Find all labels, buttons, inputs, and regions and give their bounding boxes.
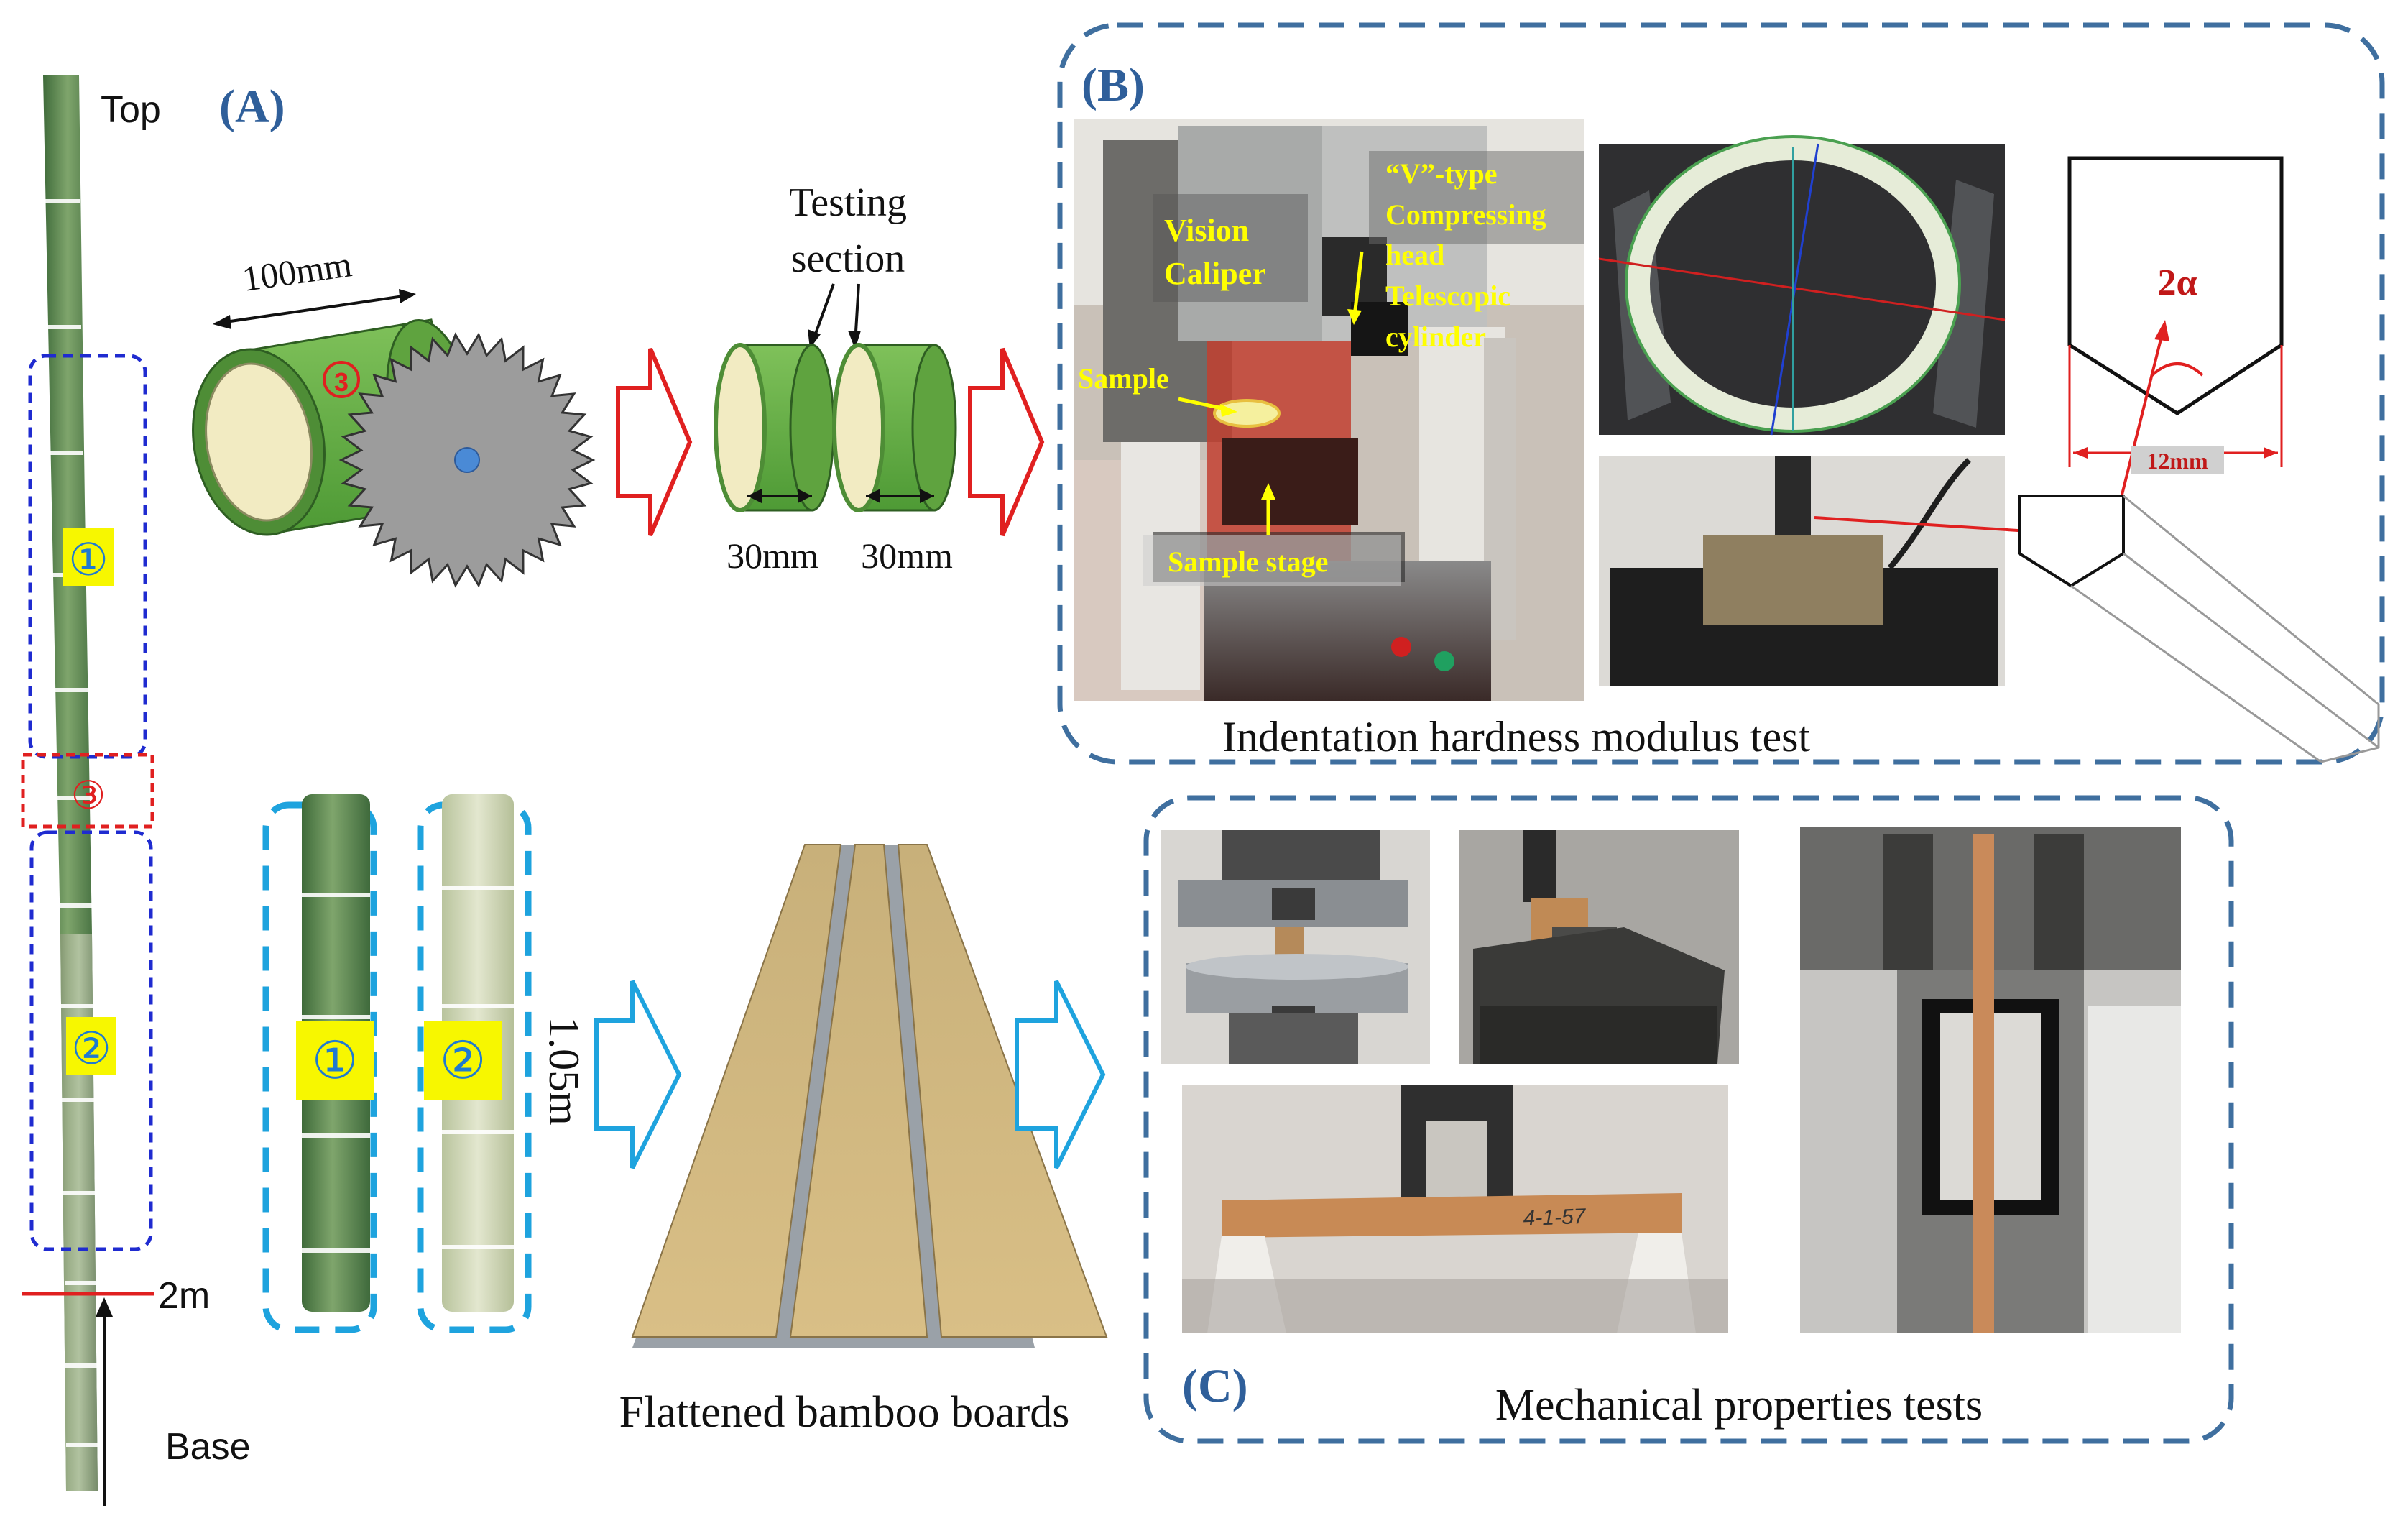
svg-text:4-1-57: 4-1-57 xyxy=(1523,1205,1587,1231)
length-dimension xyxy=(215,293,414,325)
vision-caliper-line2: Caliper xyxy=(1164,256,1266,291)
v-head-line3: head xyxy=(1385,239,1444,271)
telescopic-line1: Telescopic xyxy=(1385,280,1510,312)
panel-b-frame xyxy=(1057,22,2385,765)
region-2-box xyxy=(29,830,153,1251)
head-width-label: 12mm xyxy=(2146,448,2208,474)
panel-c-frame xyxy=(1143,795,2234,1444)
board-left xyxy=(631,844,842,1338)
telescopic-line2: cylinder xyxy=(1385,321,1486,353)
boards-caption: Flattened bamboo boards xyxy=(619,1388,1070,1437)
base-label: Base xyxy=(165,1426,251,1468)
bamboo-strips: ① ② 1.05m xyxy=(262,794,588,1333)
bamboo-culm: ① ③ ② 2m Top Base xyxy=(21,75,251,1506)
panel-b-label: (B) xyxy=(1081,59,1145,111)
red-arrow-2 xyxy=(968,347,1045,537)
region-2-label: ② xyxy=(71,1024,111,1074)
strip-2-label: ② xyxy=(440,1032,486,1090)
testing-section-line2: section xyxy=(791,236,905,281)
indentation-machine-photo: Vision Caliper “V”-type Compressing head… xyxy=(1074,119,1584,701)
length-label: 100mm xyxy=(240,244,354,299)
piece-length-1: 30mm xyxy=(726,535,818,576)
piece-length-2: 30mm xyxy=(861,535,953,576)
sample-stage-label: Sample stage xyxy=(1168,546,1328,578)
v-head-schematic: 2α 12mm xyxy=(2018,156,2380,763)
panel-a-label: (A) xyxy=(219,81,285,133)
cut-sections: Testing section 30mm 30mm xyxy=(714,180,957,576)
ring-photo xyxy=(1598,135,2006,436)
region-1-box xyxy=(28,354,147,759)
height-mark-label: 2m xyxy=(158,1275,210,1317)
section-3-circle xyxy=(323,361,360,398)
region-2-highlight xyxy=(66,1017,116,1075)
board-right xyxy=(897,844,1108,1338)
indenter-photo xyxy=(1599,456,2052,686)
region-3-box xyxy=(21,753,154,829)
cyan-arrow-2 xyxy=(1015,980,1106,1169)
section-3-number: 3 xyxy=(334,367,349,397)
compression-photo xyxy=(1161,830,1430,1064)
strip-2-box xyxy=(417,801,532,1333)
region-1-highlight xyxy=(63,528,114,586)
strip-1-label: ① xyxy=(312,1032,359,1090)
shear-photo xyxy=(1459,830,1739,1064)
vision-caliper-line1: Vision xyxy=(1164,213,1249,248)
testing-section-line1: Testing xyxy=(789,180,907,225)
top-label: Top xyxy=(101,89,161,131)
saw-arbor xyxy=(454,447,480,473)
sample-label: Sample xyxy=(1078,362,1169,395)
flattened-boards xyxy=(631,844,1108,1348)
region-3-label: ③ xyxy=(71,774,106,817)
tensile-photo xyxy=(1800,827,2181,1333)
cutting-schematic: 100mm 3 xyxy=(192,244,596,588)
red-arrow-1 xyxy=(616,347,693,537)
strip-length-label: 1.05m xyxy=(540,1016,588,1126)
mechanical-caption: Mechanical properties tests xyxy=(1495,1381,1983,1430)
angle-label: 2α xyxy=(2157,262,2197,303)
cylinder-face xyxy=(205,362,313,522)
bending-photo: 4-1-57 xyxy=(1182,1085,1728,1333)
v-head-line2: Compressing xyxy=(1385,198,1546,231)
v-head-line1: “V”-type xyxy=(1385,157,1498,190)
cyan-arrow-1 xyxy=(594,980,682,1169)
indentation-caption: Indentation hardness modulus test xyxy=(1222,713,1811,760)
board-middle xyxy=(789,844,928,1338)
indenter-prism-face xyxy=(2018,495,2125,588)
culm-nodes xyxy=(45,199,98,1447)
panel-c-label: (C) xyxy=(1182,1360,1248,1412)
region-1-label: ① xyxy=(68,535,109,585)
v-head-outline xyxy=(2067,156,2284,415)
